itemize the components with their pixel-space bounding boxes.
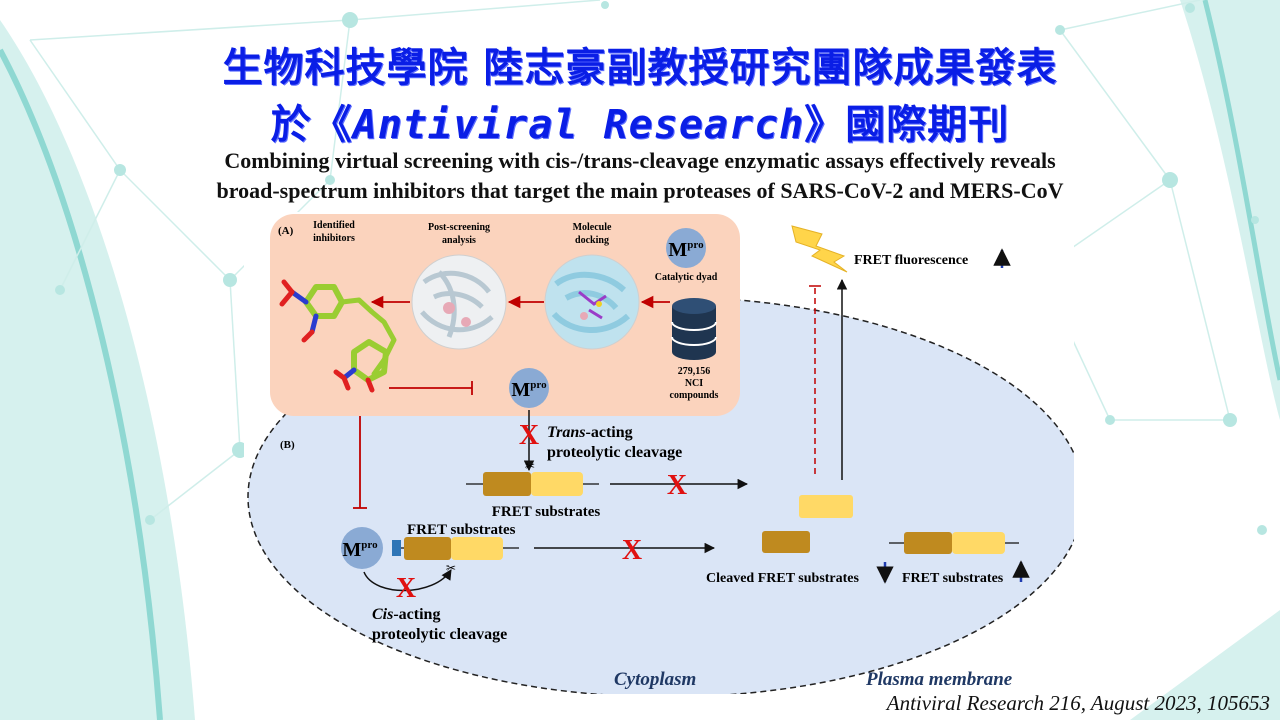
mpro-catalytic-circle [666,228,706,268]
cis-linker-block [392,540,401,556]
trans-acting-label: Trans-acting [547,424,633,441]
cis-acting-label: Cis-acting [372,606,440,623]
intact-substrate-donor [904,532,952,554]
cis-mpro-circle [341,527,383,569]
identified-inhibitors-label-1: Identified [313,220,355,231]
panel-a-label: (A) [278,225,294,237]
research-figure: (A) Identified inhibitors Post-screening… [244,212,1085,698]
title-line-2: 於《Antiviral Research》國際期刊 [0,92,1280,150]
dashed-inhibition-to-fluorescence [809,285,821,474]
cis-mpro-label: Mpro [342,539,378,561]
mpro-catalytic-label: Mpro [668,239,704,261]
figure-canvas: (A) Identified inhibitors Post-screening… [247,214,1085,698]
subtitle-line-2: broad-spectrum inhibitors that target th… [216,178,1064,203]
title-journal-name: Antiviral Research [352,102,805,148]
trans-cleavage-label: proteolytic cleavage [547,444,682,461]
cis-substrate-donor [404,537,451,560]
upper-reaction-cross: X [667,470,687,501]
cis-fret-substrates-label: FRET substrates [407,522,516,538]
trans-mpro-circle [509,368,549,408]
upper-substrate-acceptor [531,472,583,496]
catalytic-dyad-label: Catalytic dyad [655,272,718,283]
cis-cleavage-label: proteolytic cleavage [372,626,507,643]
cis-substrate-acceptor [451,537,503,560]
panel-b-label: (B) [280,439,295,451]
intact-substrate-acceptor [952,532,1005,554]
inhibition-line-to-trans-mpro [389,381,473,395]
identified-inhibitors-label-2: inhibitors [313,233,355,244]
cis-reaction-cross: X [622,535,642,566]
cis-cleavage-curve [363,569,452,592]
db-compounds-label: compounds [670,390,719,401]
inhibitor-molecule [279,279,397,393]
docking-label-2: docking [575,235,609,246]
scissors-icon-trans: ✂ [525,459,535,473]
post-screening-protein-image [411,254,507,350]
trans-mpro-label: Mpro [511,379,547,401]
lightning-icon [791,225,848,273]
db-source-label: NCI [685,378,703,389]
scissors-icon-cis: ✂ [446,561,456,575]
title-line-1: 生物科技學院 陸志豪副教授研究團隊成果發表 [222,45,1058,91]
cis-cross: X [396,573,416,604]
citation: Antiviral Research 216, August 2023, 105… [886,691,1270,715]
docking-protein-image [544,254,640,350]
title-line-2-prefix: 於《 [270,102,353,148]
post-screening-label-1: Post-screening [428,222,490,233]
upper-substrate-donor [483,472,531,496]
post-screening-label-2: analysis [442,235,476,246]
trans-cross: X [519,420,539,451]
upper-fret-substrates-label: FRET substrates [492,504,601,520]
cleaved-fret-substrates-label: Cleaved FRET substrates [706,571,860,586]
docking-label-1: Molecule [573,222,612,233]
intact-fret-substrates-label: FRET substrates [902,571,1004,586]
plasma-membrane-label: Plasma membrane [865,669,1013,690]
db-count-label: 279,156 [678,366,711,377]
subtitle-line-1: Combining virtual screening with cis-/tr… [224,148,1056,173]
inhibition-line-to-cis-mpro [353,416,367,509]
cleaved-donor-fragment [762,531,810,553]
fret-fluorescence-label: FRET fluorescence [854,253,968,268]
cleaved-acceptor-fragment [799,495,853,518]
cytoplasm-label: Cytoplasm [614,669,696,690]
database-icon [671,298,717,360]
title-line-2-suffix: 》國際期刊 [804,102,1010,148]
